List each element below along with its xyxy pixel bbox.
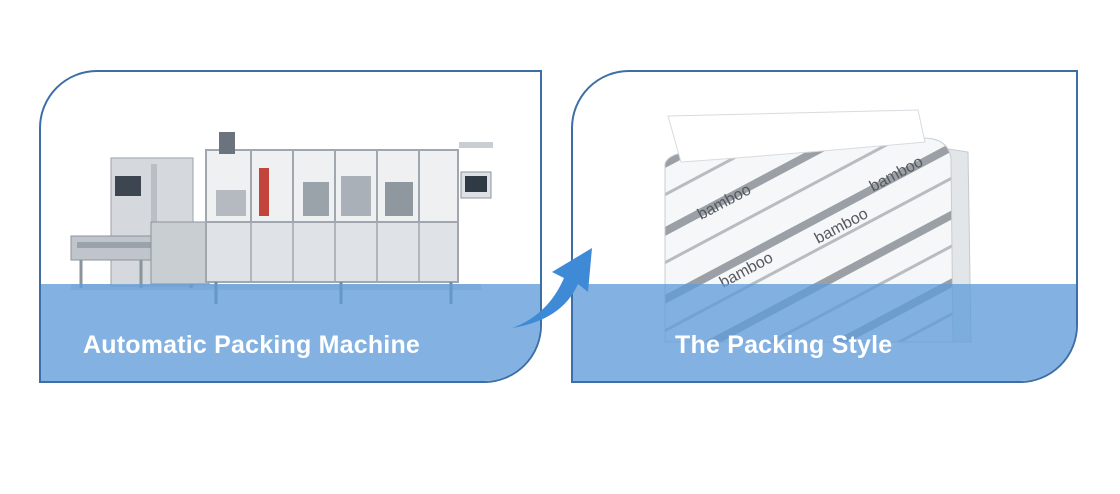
caption-band <box>41 284 540 381</box>
panel-caption: The Packing Style <box>675 331 893 359</box>
curved-arrow-right-icon <box>512 248 592 328</box>
caption-band <box>573 284 1076 381</box>
panel-caption: Automatic Packing Machine <box>83 331 421 359</box>
packing-machine-image <box>70 132 493 304</box>
panel-packing-style: bamboo bamboo bamboo bamboo The Packing … <box>571 70 1078 383</box>
panel-packing-machine: Automatic Packing Machine <box>39 70 542 383</box>
